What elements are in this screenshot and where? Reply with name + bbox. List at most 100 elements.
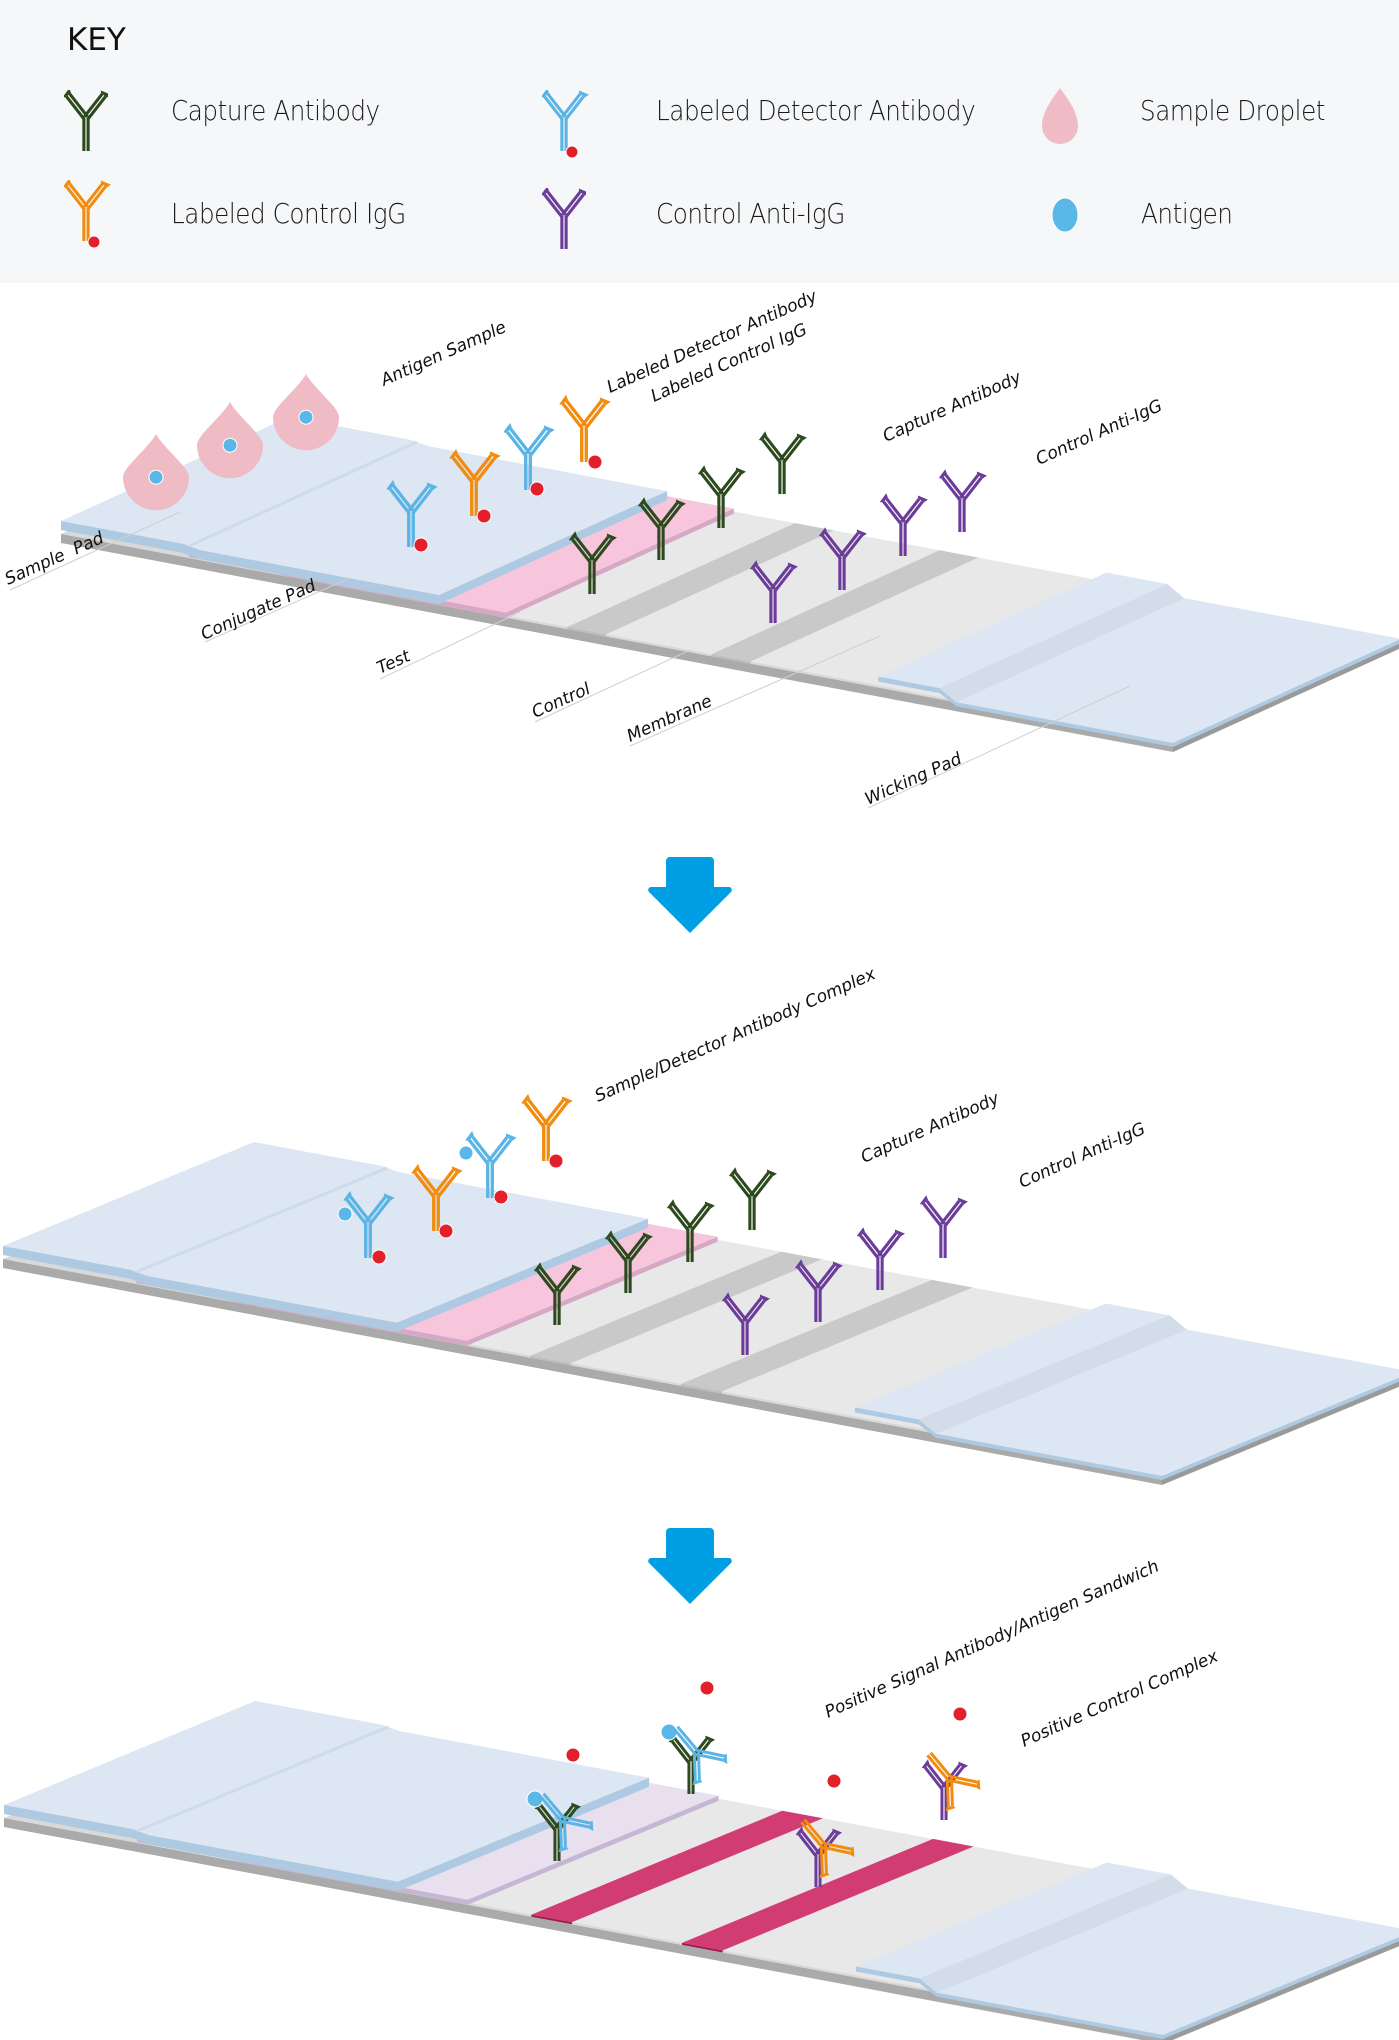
- antigen-icon: [526, 1790, 544, 1808]
- conjugate-pad-side: [505, 508, 734, 618]
- wicking-pad-front-face: [854, 1407, 1162, 1480]
- antigen-icon: [222, 437, 238, 453]
- sample-droplet-icon: [1042, 88, 1078, 144]
- control-anti-igg-icon: [879, 493, 928, 556]
- labeled-antibody-icon: [539, 1792, 594, 1853]
- wicking-pad-front-face: [855, 1966, 1163, 2039]
- test-line-front-face: [530, 1355, 571, 1366]
- arrow-shape: [648, 1528, 732, 1604]
- label-dot: [413, 537, 429, 553]
- capture-antibody-icon: [728, 1167, 777, 1230]
- label-control-anti-igg: Control Anti-IgG: [1033, 396, 1166, 470]
- antibody-shape: [64, 180, 111, 241]
- labeled-antibody-icon: [673, 1725, 728, 1786]
- labeled-detector-antibody-icon: [465, 1130, 517, 1198]
- key-label-control-anti-igg: Control Anti-IgG: [656, 197, 845, 230]
- positive-control-complex: [921, 1706, 981, 1820]
- stage-1-strip: [9, 374, 1399, 809]
- sample-droplet-icon: [123, 434, 189, 511]
- sample-pad-side: [397, 1218, 649, 1332]
- test-line: [530, 1251, 822, 1364]
- wicking-pad-front-face: [878, 676, 1173, 747]
- key-label-capture-antibody: Capture Antibody: [171, 94, 380, 127]
- control-anti-igg-icon: [856, 1227, 905, 1290]
- stage-3-strip: [4, 1680, 1399, 2040]
- antigen-icon: [148, 469, 164, 485]
- arrow-down-icon: [648, 857, 732, 933]
- label-dot: [493, 1189, 509, 1205]
- label-leader-line: [204, 577, 351, 643]
- label-leader-line: [379, 611, 521, 680]
- label-capture-antibody: Capture Antibody: [858, 1088, 1003, 1167]
- test-line: [567, 523, 834, 635]
- label-dot: [529, 481, 545, 497]
- sample-pad: [3, 1142, 649, 1323]
- labeled-control-igg-icon: [64, 180, 111, 249]
- wicking-pad-side: [1163, 1937, 1399, 2039]
- label-conjugate-pad: Conjugate Pad: [198, 576, 319, 645]
- positive-signal-sandwich: [526, 1747, 594, 1861]
- capture-antibody-icon: [758, 431, 807, 494]
- test-line: [531, 1810, 823, 1923]
- control-line-front-face: [681, 1383, 722, 1394]
- control-anti-igg-icon: [721, 1292, 770, 1355]
- sample-pad-crease: [188, 440, 418, 548]
- sample-pad-side: [398, 1777, 650, 1891]
- backing-front-face: [61, 534, 1173, 752]
- conjugate-pad-side: [466, 1236, 718, 1346]
- control-line-front-face: [711, 654, 751, 664]
- wicking-pad: [878, 572, 1399, 743]
- label-dot: [699, 1680, 715, 1696]
- sample-pad: [4, 1701, 650, 1882]
- label-dot: [548, 1153, 564, 1169]
- backing-front-face: [4, 1818, 1163, 2040]
- labeled-control-igg-icon: [521, 1093, 573, 1161]
- labeled-detector-antibody-icon: [386, 479, 438, 547]
- label-leader-line: [629, 635, 881, 747]
- label-dot: [87, 235, 101, 249]
- key-label-labeled-detector-antibody: Labeled Detector Antibody: [656, 94, 976, 127]
- label-control-anti-igg: Control Anti-IgG: [1016, 1119, 1149, 1193]
- labeled-control-igg-icon: [411, 1163, 463, 1231]
- antigen-icon: [458, 1145, 474, 1161]
- control-anti-igg-icon: [818, 527, 867, 590]
- label-leader-line: [867, 685, 1131, 809]
- key-title: KEY: [67, 22, 126, 58]
- label-leader-line: [9, 511, 181, 591]
- backing-front-face: [3, 1259, 1162, 1485]
- sample-droplet-icon: [197, 402, 263, 479]
- stage-2-strip: [3, 1093, 1399, 1485]
- label-dot: [587, 454, 603, 470]
- antigen-icon: [337, 1206, 353, 1222]
- wicking-pad: [855, 1862, 1399, 2035]
- membrane-front-face: [351, 1881, 932, 1992]
- capture-antibody-icon: [666, 1199, 715, 1262]
- test-line-front-face: [567, 627, 606, 637]
- key-label-sample-droplet: Sample Droplet: [1140, 94, 1326, 127]
- label-test: Test: [374, 646, 415, 679]
- test-line-front-face: [531, 1914, 572, 1925]
- control-anti-igg-icon: [938, 469, 987, 532]
- sample-droplet-icon: [273, 374, 339, 451]
- membrane-front-face: [394, 594, 951, 702]
- sample-pad-front-face: [4, 1805, 399, 1891]
- capture-antibody-icon: [533, 1262, 582, 1325]
- label-membrane: Membrane: [624, 691, 715, 746]
- antigen-icon: [298, 409, 314, 425]
- labeled-antibody-icon: [800, 1818, 855, 1879]
- membrane-front-face: [350, 1322, 931, 1433]
- positive-signal-sandwich: [660, 1680, 728, 1794]
- label-dot: [438, 1223, 454, 1239]
- label-dot: [952, 1706, 968, 1722]
- conjugate-pad-side: [467, 1795, 719, 1905]
- antigen-icon: [660, 1723, 678, 1741]
- control-anti-igg-icon: [542, 188, 586, 249]
- labeled-detector-antibody-icon: [542, 90, 589, 159]
- sample-pad-crease: [136, 1725, 389, 1833]
- capture-antibody-icon: [604, 1230, 653, 1293]
- labeled-control-igg-icon: [559, 394, 611, 462]
- capture-antibody-icon: [637, 497, 686, 560]
- labeled-detector-antibody-icon: [503, 422, 555, 490]
- label-control: Control: [529, 679, 594, 723]
